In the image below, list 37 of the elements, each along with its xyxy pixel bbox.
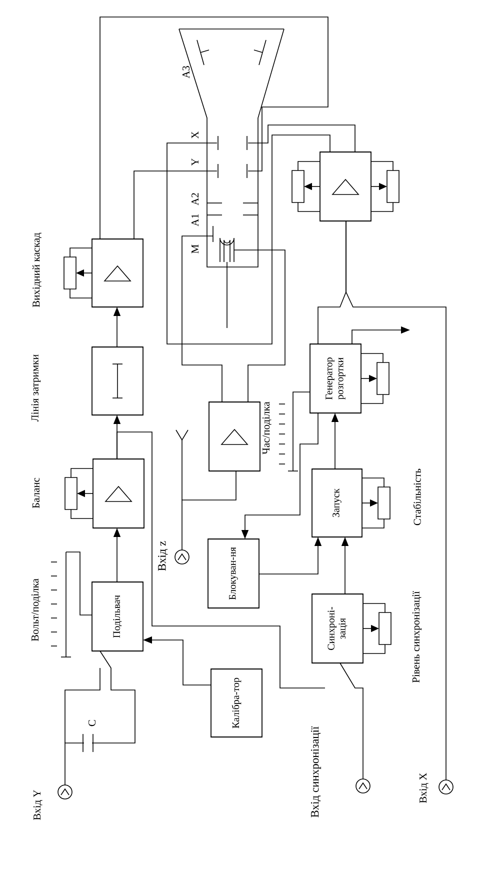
amplifier-box <box>320 152 372 222</box>
control-label: Рівень синхронізації <box>412 591 422 683</box>
wire <box>182 236 222 402</box>
input-label: Вхід X <box>420 772 428 803</box>
block-box: Синхроні-зація <box>312 594 364 664</box>
amplifier-box <box>92 458 144 528</box>
input-label: Вхід z <box>158 541 168 571</box>
wire <box>346 220 446 780</box>
wire <box>64 650 136 786</box>
wire <box>340 662 364 780</box>
input-socket <box>356 778 370 794</box>
block-box: Калібра-тор <box>210 668 262 738</box>
input-socket <box>58 784 72 800</box>
control-label: Баланс <box>32 478 40 508</box>
block-box: Запуск <box>312 468 362 538</box>
amplifier-box <box>208 402 260 472</box>
input-label: Вхід Y <box>34 790 42 820</box>
block-box: Блокуван-ня <box>208 538 260 608</box>
input-label: Вхід синхронізації <box>310 726 322 818</box>
wire <box>134 170 218 240</box>
control-label: C <box>88 720 96 726</box>
input-socket <box>438 780 454 794</box>
wire <box>248 124 356 152</box>
wire <box>182 470 236 550</box>
block-box: Генератор розгортки <box>310 344 362 414</box>
control-label: Вихідний каскад <box>32 232 42 308</box>
delay-line-box <box>92 346 144 416</box>
wire <box>100 16 328 240</box>
control-label: Вольт/поділка <box>32 578 40 642</box>
control-label: Лінія затримки <box>31 354 41 422</box>
control-label: Стабільність <box>413 468 421 526</box>
crt-tube-drawing: M A1 A2 Y X A3 <box>178 28 284 328</box>
input-socket <box>174 550 190 564</box>
wire <box>116 432 326 688</box>
wire <box>234 250 286 402</box>
amplifier-box <box>92 238 144 308</box>
block-box: Подільвач <box>92 582 144 652</box>
